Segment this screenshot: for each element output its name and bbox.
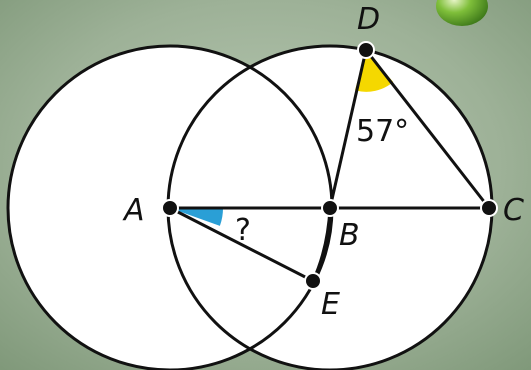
label-b: B: [339, 218, 360, 253]
decorative-ball-icon: [436, 0, 488, 26]
point-c: [480, 199, 498, 217]
angle-wedge-unknown: [170, 208, 224, 226]
segment-ae: [169, 206, 314, 283]
segment-dc: [364, 49, 491, 209]
point-e: [304, 272, 322, 290]
point-d: [357, 41, 375, 59]
angle-label-given: 57°: [356, 114, 409, 149]
segment-db: [328, 49, 368, 209]
point-a: [161, 199, 179, 217]
label-d: D: [357, 2, 380, 37]
label-a: A: [122, 193, 145, 228]
point-b: [321, 199, 339, 217]
angle-label-unknown: ?: [235, 213, 251, 248]
label-c: C: [503, 193, 524, 228]
label-e: E: [321, 287, 340, 322]
